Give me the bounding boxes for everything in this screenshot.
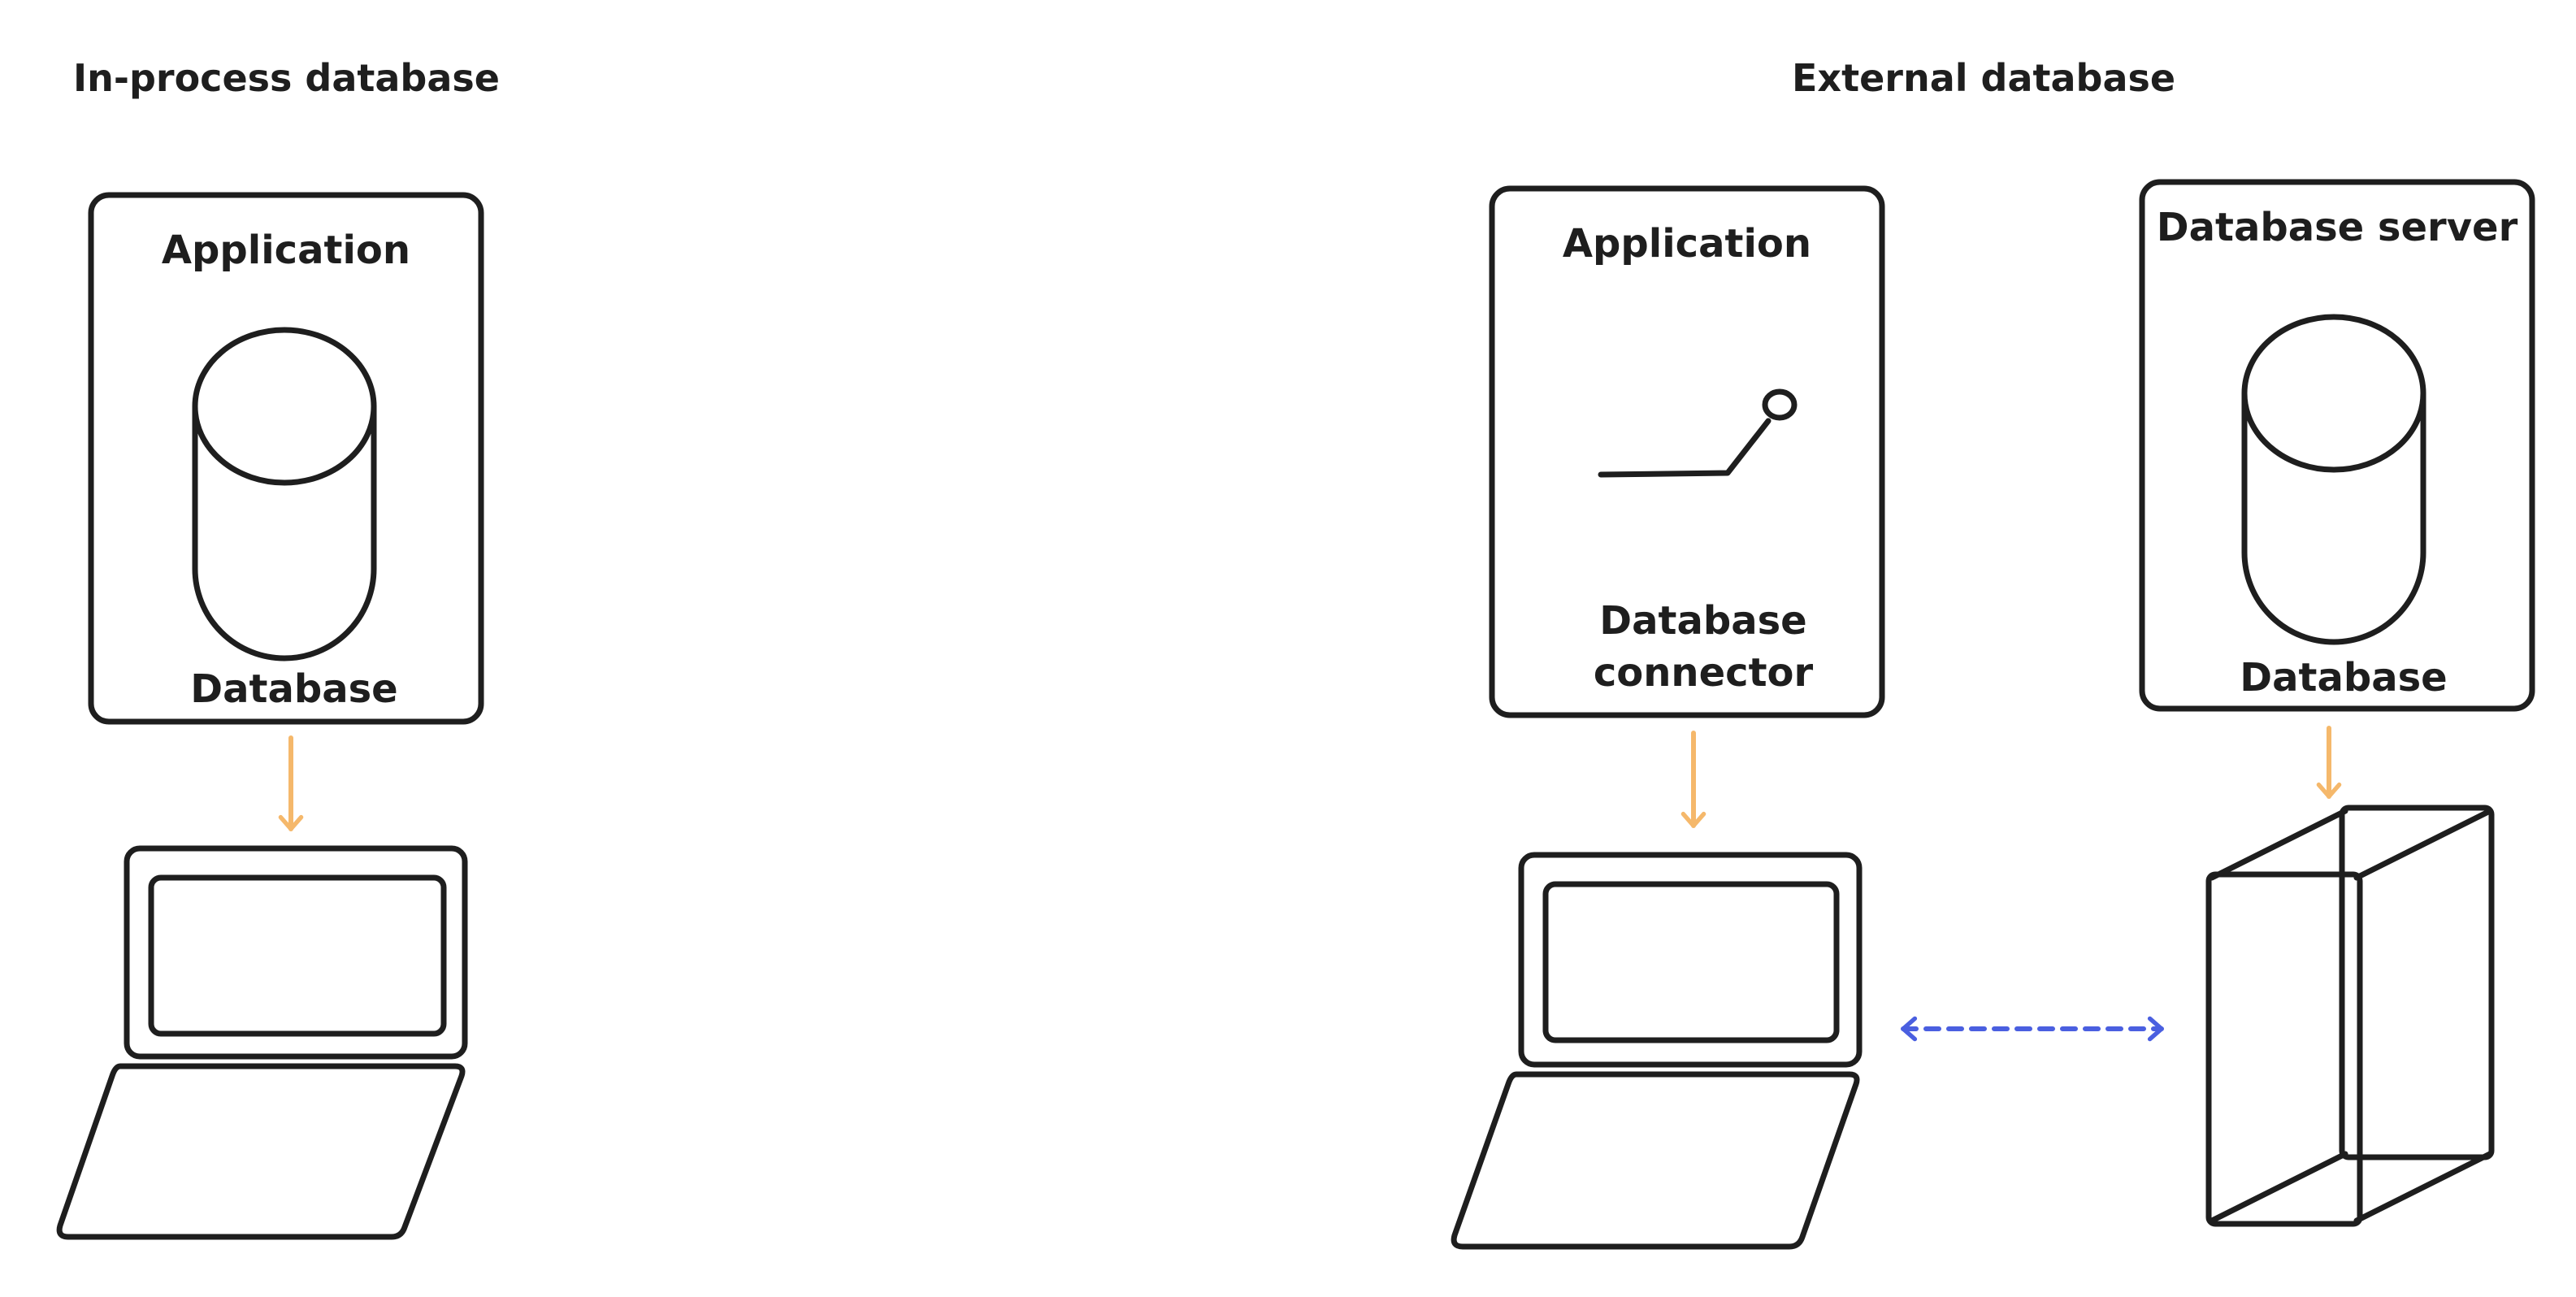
right-application-title: Application: [1563, 221, 1811, 267]
database-server-title: Database server: [2157, 205, 2518, 250]
right-laptop-icon: [1451, 852, 1863, 1250]
cylinder-database-icon: [2241, 314, 2426, 645]
database-server-box[interactable]: Database server Database: [2139, 179, 2535, 712]
connector-label-line1: Database: [1599, 598, 1806, 644]
section-title-external: External database: [1792, 56, 2175, 100]
connector-label-line2: connector: [1594, 650, 1814, 696]
left-application-box[interactable]: Application Database: [88, 192, 484, 725]
left-database-label: Database: [190, 666, 397, 712]
left-application-title: Application: [162, 228, 410, 273]
cylinder-database-icon: [192, 327, 377, 662]
server-database-label: Database: [2240, 655, 2447, 701]
right-application-box[interactable]: Application Database connector: [1489, 185, 1885, 718]
plug-connector-icon: [1598, 388, 1798, 478]
section-title-in-process: In-process database: [73, 56, 500, 100]
left-laptop-icon: [56, 845, 468, 1240]
server-tower-icon: [2205, 805, 2495, 1227]
